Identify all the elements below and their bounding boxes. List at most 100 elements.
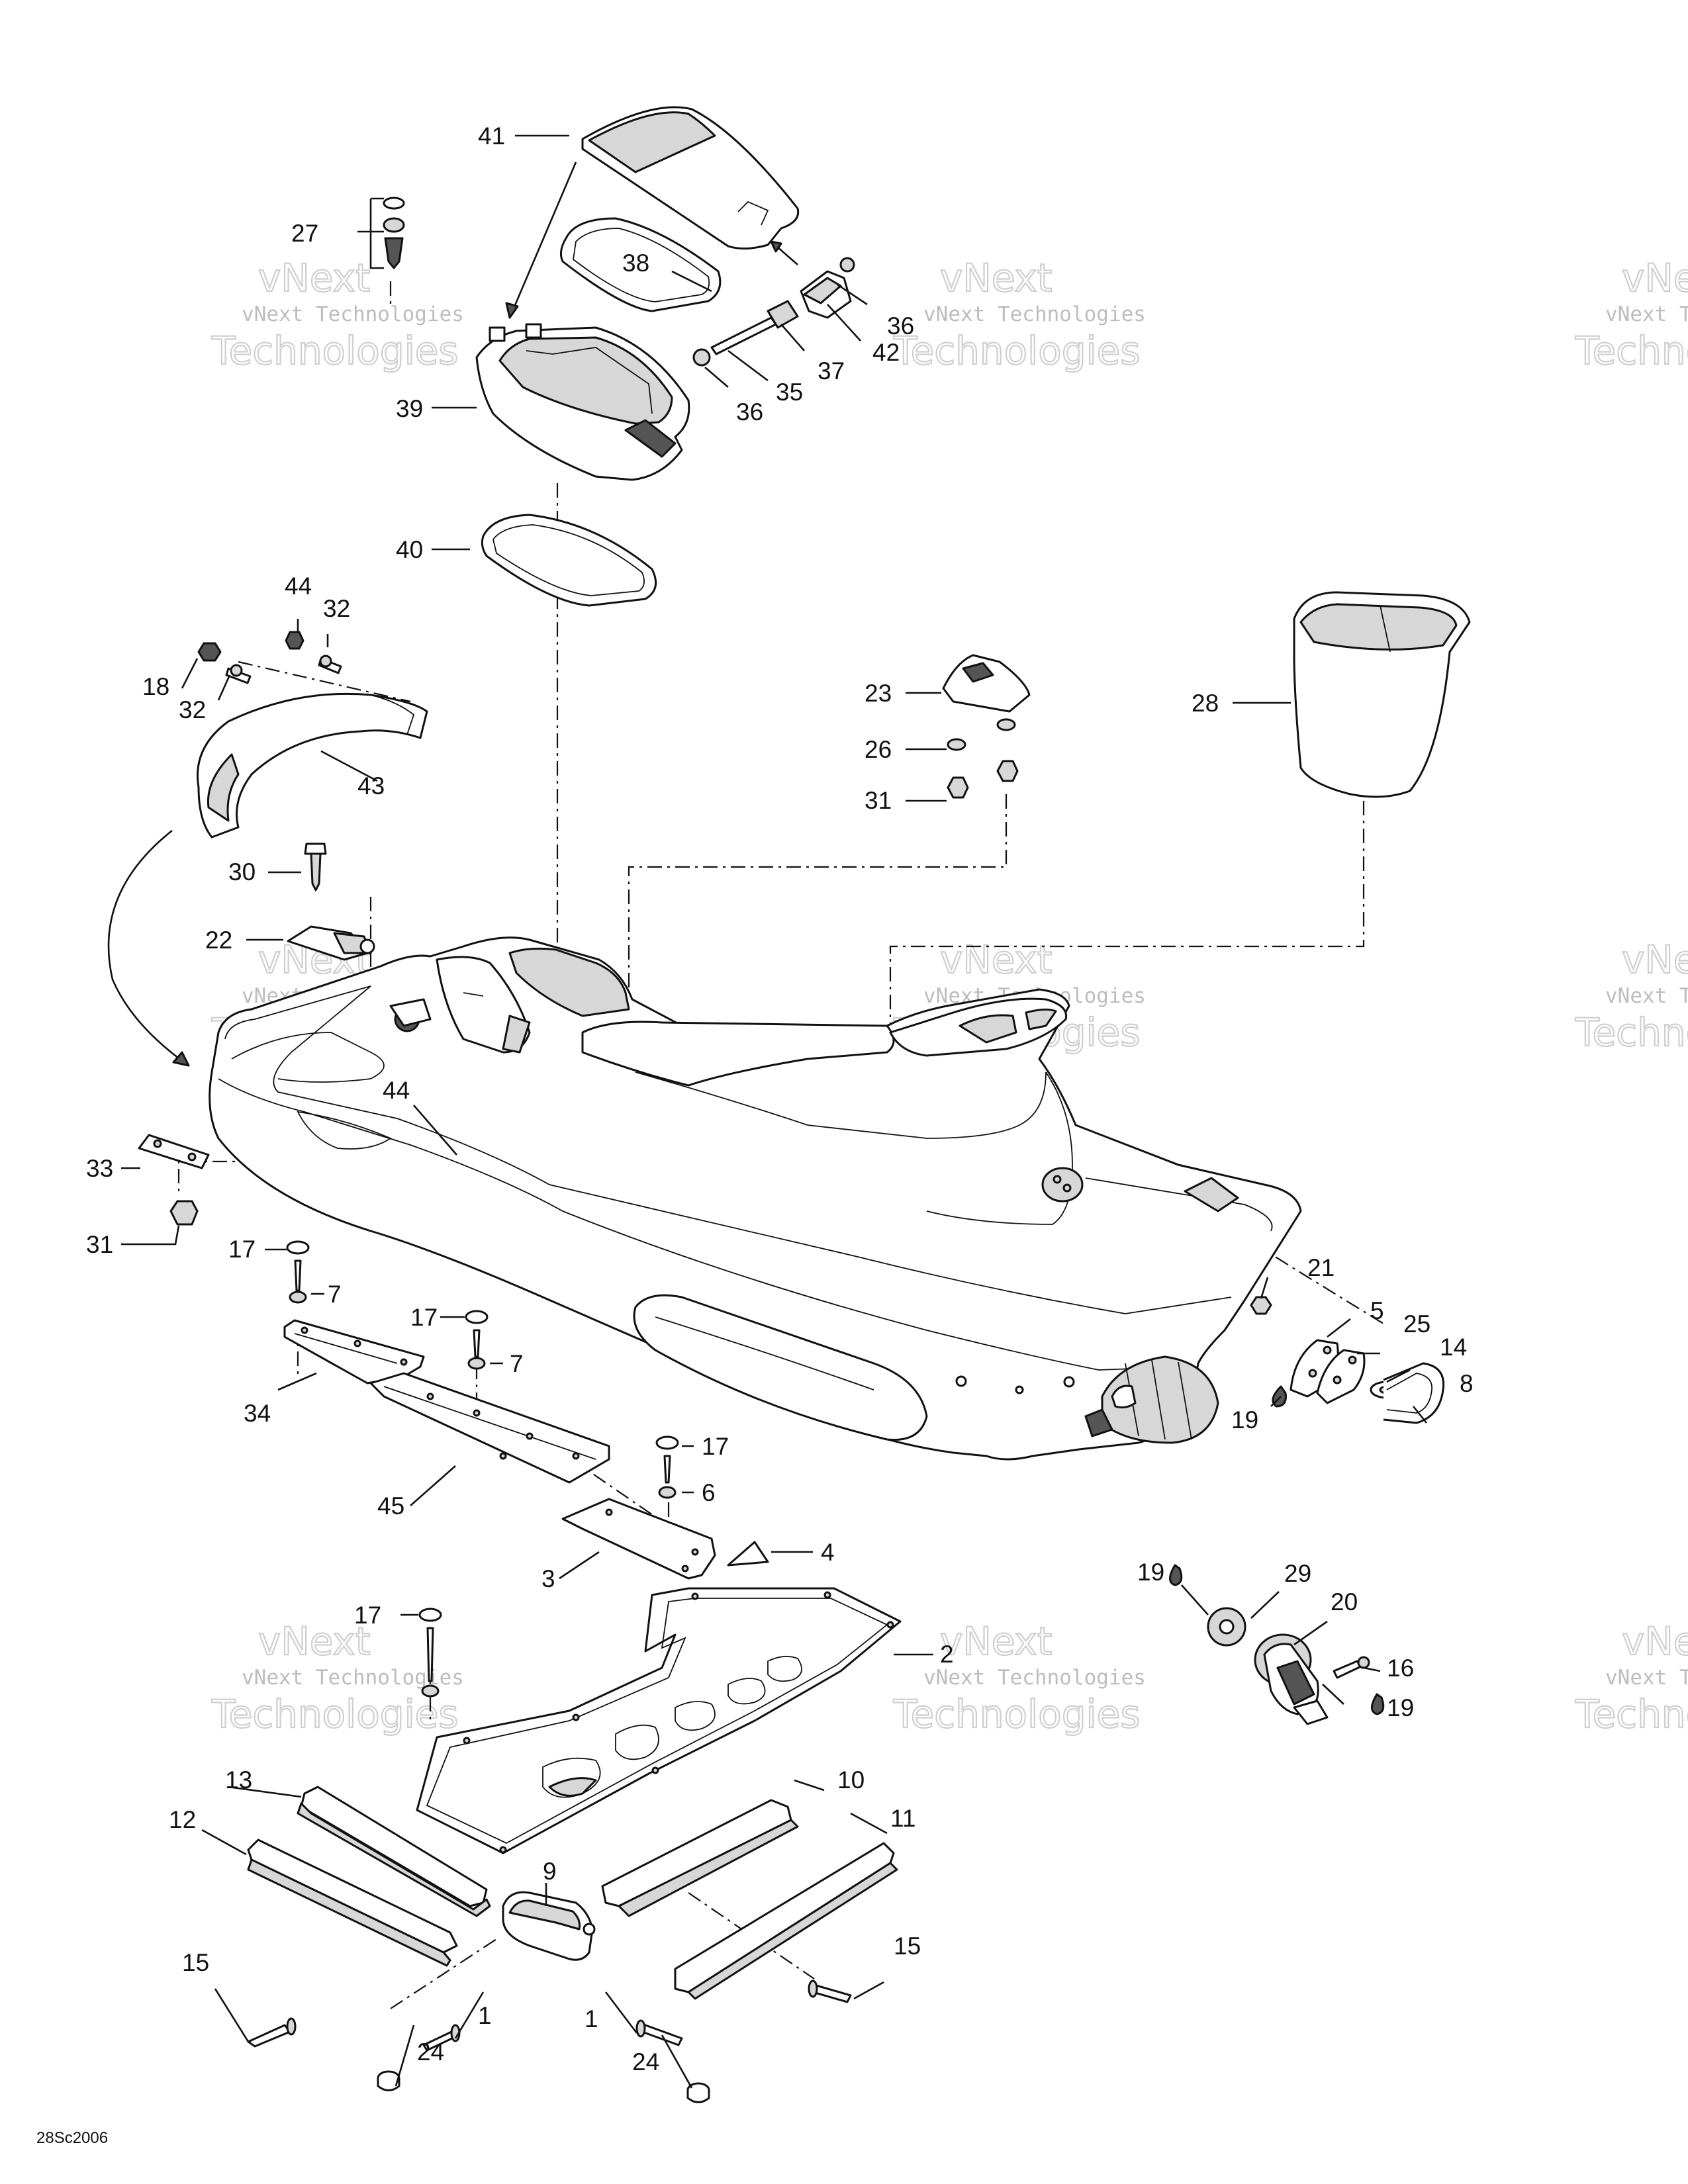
svg-text:vNext Technologies: vNext Technologies	[923, 1666, 1146, 1690]
callout-40: 40	[396, 536, 423, 563]
callout-17-d: 17	[354, 1602, 381, 1629]
storage-cover-41	[581, 106, 800, 250]
watermark-low-left: vNext Technologies vNext Technologies	[211, 1618, 464, 1737]
svg-text:Technologies: Technologies	[1575, 328, 1688, 373]
callout-10: 10	[837, 1766, 865, 1794]
watermark-top-left: vNext Technologies vNext Technologies	[211, 255, 464, 374]
callout-27: 27	[291, 220, 318, 247]
callout-42: 42	[872, 339, 900, 366]
callout-19-screw: 19	[1387, 1694, 1414, 1721]
callout-18: 18	[142, 673, 169, 700]
latch-assembly	[692, 240, 855, 367]
bracket-22	[287, 925, 375, 961]
callout-12: 12	[169, 1806, 196, 1833]
callout-31-lower: 31	[86, 1231, 113, 1258]
watermark-top-center: vNext Technologies vNext Technologies	[892, 255, 1146, 374]
callout-9: 9	[543, 1858, 557, 1885]
callout-25: 25	[1403, 1310, 1430, 1338]
callout-36-left: 36	[736, 398, 763, 426]
callout-14: 14	[1440, 1334, 1467, 1361]
callout-33: 33	[86, 1155, 113, 1182]
callout-45: 45	[377, 1492, 404, 1520]
svg-text:Technologies: Technologies	[1575, 1692, 1688, 1737]
plate-3	[561, 1498, 716, 1580]
svg-text:Technologies: Technologies	[211, 328, 459, 373]
callout-17-a: 17	[228, 1236, 256, 1263]
callout-32-left: 32	[179, 696, 206, 723]
rivets-15-1-24	[247, 1979, 852, 2103]
gasket-38	[559, 217, 722, 312]
bracket-23	[942, 654, 1031, 799]
callout-44-top: 44	[285, 572, 312, 600]
watercraft-hull	[209, 936, 1302, 1461]
svg-text:Technologies: Technologies	[1575, 1010, 1688, 1055]
watermark-mid-right: vNext Technologies vNext Technologies	[1574, 936, 1688, 1056]
callout-29: 29	[1284, 1560, 1311, 1587]
tow-eye-assembly	[1250, 1296, 1445, 1424]
rivets	[286, 1240, 679, 1698]
callout-30: 30	[228, 858, 256, 886]
callout-7-a: 7	[328, 1281, 342, 1308]
callout-8: 8	[1460, 1370, 1474, 1397]
callout-1-left: 1	[478, 2002, 492, 2029]
callout-24-left: 24	[417, 2038, 444, 2066]
callout-41: 41	[478, 122, 505, 150]
wear-strip-34	[283, 1319, 425, 1385]
callout-43: 43	[357, 772, 385, 799]
svg-text:vNext Technologies: vNext Technologies	[923, 302, 1146, 326]
hardware-18-32-44	[197, 631, 342, 684]
svg-text:vNext: vNext	[1622, 1619, 1688, 1664]
callout-35: 35	[776, 379, 803, 406]
svg-text:vNext: vNext	[940, 255, 1052, 300]
callout-2: 2	[940, 1641, 954, 1668]
callout-36-right: 36	[887, 312, 914, 340]
callout-15-left: 15	[182, 1949, 209, 1976]
callout-28: 28	[1192, 690, 1219, 717]
callout-13: 13	[225, 1766, 252, 1794]
callout-38: 38	[622, 250, 649, 277]
watermark-top-right: vNext Technologies vNext Technologies	[1574, 255, 1688, 374]
callout-3: 3	[541, 1565, 555, 1592]
callout-19-plug: 19	[1137, 1559, 1164, 1586]
drain-plug-assembly	[1207, 1607, 1370, 1725]
drop-symbols	[1169, 1385, 1385, 1715]
svg-text:vNext: vNext	[940, 937, 1052, 982]
curved-arrow	[107, 829, 189, 1067]
handle-43	[196, 692, 428, 839]
svg-text:Technologies: Technologies	[893, 1692, 1141, 1737]
callout-22: 22	[205, 927, 232, 954]
callout-19-tow: 19	[1231, 1406, 1258, 1433]
callout-44-hull: 44	[383, 1077, 410, 1104]
callout-17-b: 17	[410, 1304, 438, 1331]
drawing-code: 28Sc2006	[36, 2129, 108, 2147]
callout-11: 11	[890, 1805, 915, 1832]
svg-text:vNext: vNext	[258, 1619, 370, 1664]
watermark-low-right: vNext Technologies vNext Technologies	[1574, 1618, 1688, 1737]
callout-23: 23	[865, 680, 892, 707]
storage-bin-39	[475, 323, 690, 481]
callout-15-right: 15	[894, 1933, 921, 1960]
callout-16: 16	[1387, 1655, 1414, 1682]
svg-text:vNext Technologies: vNext Technologies	[242, 302, 464, 326]
callout-37: 37	[818, 357, 845, 385]
svg-text:vNext: vNext	[1622, 255, 1688, 300]
ride-plate-2	[416, 1587, 902, 1854]
callout-26: 26	[865, 736, 892, 763]
callout-39: 39	[396, 395, 423, 422]
svg-text:Technologies: Technologies	[211, 1692, 459, 1737]
callout-21: 21	[1307, 1254, 1335, 1281]
callout-5: 5	[1370, 1297, 1384, 1324]
svg-text:vNext: vNext	[258, 255, 370, 300]
watermark-low-center: vNext Technologies vNext Technologies	[892, 1618, 1146, 1737]
shim-4	[727, 1541, 769, 1567]
svg-text:vNext Technologies: vNext Technologies	[1605, 302, 1688, 326]
svg-text:vNext Technologies: vNext Technologies	[1605, 984, 1688, 1008]
callout-34: 34	[244, 1400, 271, 1427]
storage-bucket-28	[1293, 591, 1471, 798]
callout-4: 4	[821, 1539, 835, 1566]
callout-7-b: 7	[510, 1350, 524, 1377]
svg-text:Technologies: Technologies	[893, 328, 1141, 373]
callout-20: 20	[1331, 1588, 1358, 1615]
svg-text:vNext Technologies: vNext Technologies	[1605, 1666, 1688, 1690]
